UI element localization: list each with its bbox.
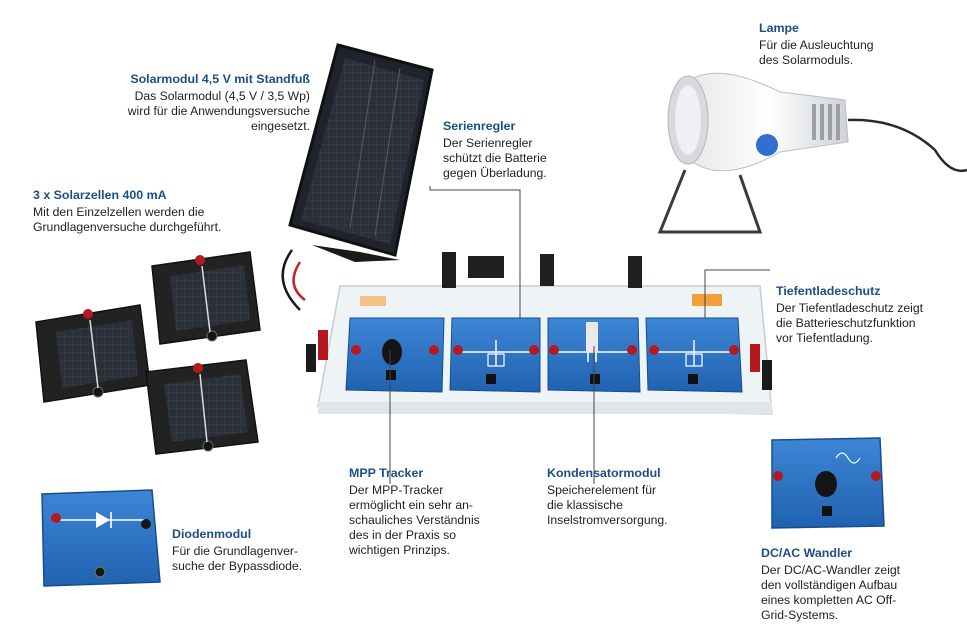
label-serienregler-title: Serienregler (443, 119, 516, 133)
solar-cell-1 (35, 304, 151, 403)
label-diodenmodul-title: Diodenmodul (172, 527, 252, 541)
label-mpp-tracker: MPP Tracker Der MPP-Tracker ermöglicht e… (349, 466, 509, 558)
label-lampe: Lampe Für die Ausleuchtung des Solarmodu… (759, 21, 919, 68)
label-solarzellen-title: 3 x Solarzellen 400 mA (33, 188, 167, 202)
module-mpp-tracker (345, 317, 445, 393)
lamp (657, 72, 967, 234)
label-kondensatormodul-title: Kondensatormodul (547, 466, 661, 480)
label-diodenmodul-text: Für die Grundlagenver- suche der Bypassd… (172, 544, 303, 573)
dcac-module (771, 437, 885, 529)
solar-cell-3 (145, 359, 259, 455)
label-solarzellen-text: Mit den Einzelzellen werden die Grundlag… (33, 205, 222, 234)
label-lampe-title: Lampe (759, 21, 799, 35)
label-tiefentladeschutz-text: Der Tiefentladeschutz zeigt die Batterie… (776, 301, 924, 345)
label-serienregler-text: Der Serienregler schützt die Batterie ge… (443, 136, 547, 180)
plugs (306, 330, 772, 390)
module-tiefentladeschutz (645, 317, 743, 393)
label-diodenmodul: Diodenmodul Für die Grundlagenver- suche… (172, 527, 332, 574)
solar-cell-2 (151, 251, 261, 345)
label-dcac-wandler: DC/AC Wandler Der DC/AC-Wandler zeigt de… (761, 546, 956, 623)
label-solarmodul-title: Solarmodul 4,5 V mit Standfuß (130, 72, 310, 86)
label-kondensatormodul: Kondensatormodul Speicherelement für die… (547, 466, 707, 528)
label-tiefentladeschutz-title: Tiefentladeschutz (776, 284, 881, 298)
label-lampe-text: Für die Ausleuchtung des Solarmoduls. (759, 38, 874, 67)
label-solarzellen: 3 x Solarzellen 400 mA Mit den Einzelzel… (33, 188, 273, 235)
label-kondensatormodul-text: Speicherelement für die klassische Insel… (547, 483, 668, 527)
label-mpp-tracker-text: Der MPP-Tracker ermöglicht ein sehr an- … (349, 483, 480, 557)
label-tiefentladeschutz: Tiefentladeschutz Der Tiefentladeschutz … (776, 284, 961, 346)
label-serienregler: Serienregler Der Serienregler schützt di… (443, 119, 593, 181)
label-dcac-wandler-text: Der DC/AC-Wandler zeigt den vollständige… (761, 563, 901, 622)
diode-module (41, 489, 161, 587)
label-solarmodul: Solarmodul 4,5 V mit Standfuß Das Solarm… (70, 72, 310, 134)
label-solarmodul-text: Das Solarmodul (4,5 V / 3,5 Wp) wird für… (127, 89, 310, 133)
leader-lines (389, 186, 770, 484)
module-serienregler (449, 317, 541, 393)
label-mpp-tracker-title: MPP Tracker (349, 466, 424, 480)
label-dcac-wandler-title: DC/AC Wandler (761, 546, 853, 560)
solar-module (281, 43, 434, 311)
